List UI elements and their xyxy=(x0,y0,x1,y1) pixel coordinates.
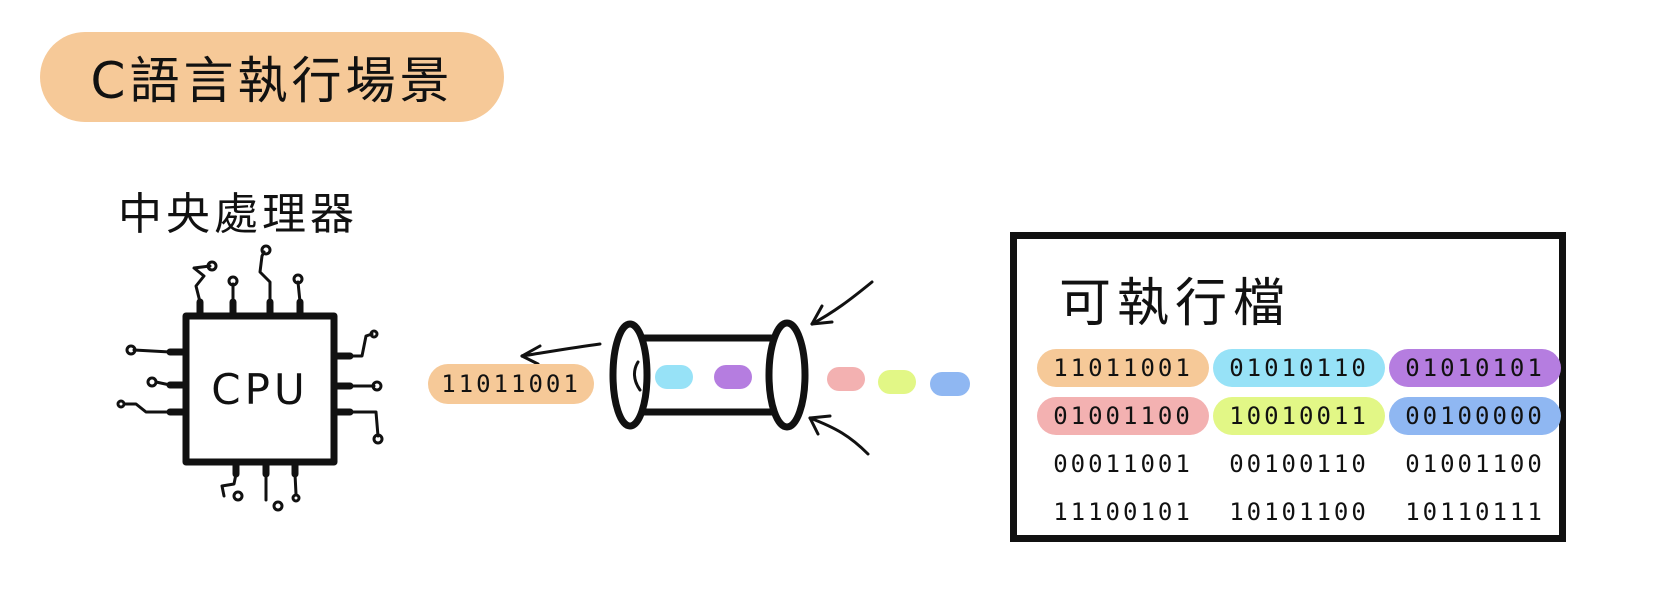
output-arrow xyxy=(520,342,602,366)
intake-arrows xyxy=(808,280,874,456)
binary-cell: 01001100 xyxy=(1405,450,1545,478)
binary-cell: 00011001 xyxy=(1053,450,1193,478)
cpu-right-pins xyxy=(330,329,384,445)
binary-cell: 10010011 xyxy=(1213,397,1385,435)
binary-cell: 10110111 xyxy=(1405,498,1545,526)
pipe-queue-dots xyxy=(827,367,970,396)
binary-cell: 01010101 xyxy=(1389,349,1561,387)
queue-dot-cornflower xyxy=(930,372,970,396)
queue-dot-pink xyxy=(827,367,865,391)
queue-dot-lime xyxy=(878,370,916,394)
pipe xyxy=(609,319,809,431)
cpu-heading: 中央處理器 xyxy=(118,189,358,240)
pipe-dot-purple xyxy=(714,365,752,389)
binary-cell: 10101100 xyxy=(1229,498,1369,526)
binary-cell: 01010110 xyxy=(1213,349,1385,387)
pipe-dot-blue xyxy=(655,365,693,389)
output-bits-chip: 11011001 xyxy=(428,364,594,404)
cpu-label: CPU xyxy=(211,364,309,414)
cpu-left-pins xyxy=(116,344,190,416)
cpu-chip xyxy=(116,244,384,512)
executable-file: 可執行檔 11011001 01010110 01010101 01001100… xyxy=(1010,232,1566,542)
binary-cell: 11100101 xyxy=(1053,498,1193,526)
binary-cell: 11011001 xyxy=(1037,349,1209,387)
executable-title: 可執行檔 xyxy=(1059,274,1292,334)
cpu-bottom-pins xyxy=(220,458,301,512)
binary-cell: 00100000 xyxy=(1389,397,1561,435)
binary-cell: 00100110 xyxy=(1229,450,1369,478)
binary-cell: 01001100 xyxy=(1037,397,1209,435)
pipe-inside-dots xyxy=(655,365,752,389)
binary-code-grid: 11011001 01010110 01010101 01001100 1001… xyxy=(1037,349,1561,531)
diagram-title: C語言執行場景 xyxy=(40,32,504,122)
cpu-top-pins xyxy=(192,244,304,320)
